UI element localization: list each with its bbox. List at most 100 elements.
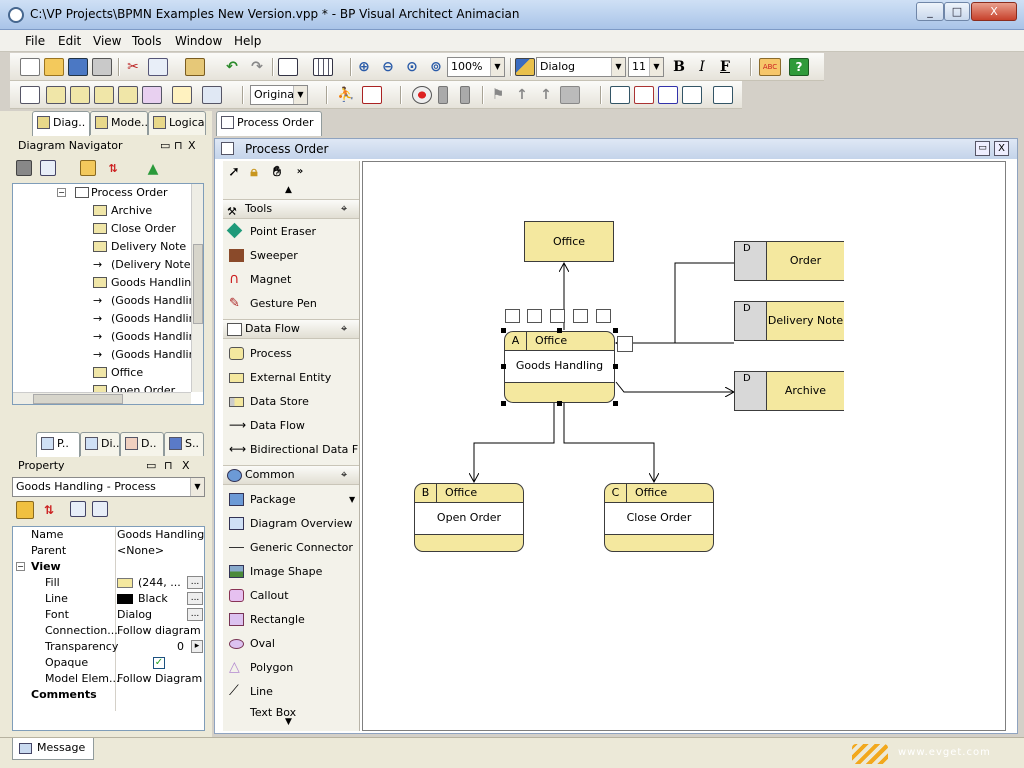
resource-icon[interactable]: [550, 309, 565, 323]
maximize-button[interactable]: □: [944, 2, 970, 21]
resource-icon[interactable]: [573, 309, 588, 323]
property-row-opaque[interactable]: Opaque✓: [45, 656, 165, 669]
palette-item-text-box[interactable]: Text Box: [250, 706, 297, 719]
property-row-parent[interactable]: Parent<None>: [31, 544, 165, 557]
diagram-canvas[interactable]: Office D Order D Delivery Note D Archive…: [362, 161, 1006, 731]
menu-file[interactable]: File: [25, 34, 46, 48]
diagram-icon[interactable]: [70, 86, 90, 104]
palette-item-bidirectional-data-flow[interactable]: ⟷Bidirectional Data Flow: [229, 442, 359, 456]
collapse-icon[interactable]: [16, 160, 32, 176]
categorized-icon[interactable]: [16, 501, 34, 519]
arrow-up-icon[interactable]: ↑: [540, 87, 552, 103]
sort-icon[interactable]: ⇅: [108, 162, 118, 175]
font-edit-button[interactable]: ...: [187, 608, 203, 621]
palette-item-oval[interactable]: Oval: [223, 633, 359, 655]
resource-icon[interactable]: [505, 309, 520, 323]
scroll-up-icon[interactable]: ▲: [285, 185, 292, 195]
move-icon[interactable]: ⌖: [341, 202, 348, 215]
selection-handle[interactable]: [613, 364, 618, 369]
paste-icon[interactable]: [185, 58, 205, 76]
font-color-button[interactable]: F: [720, 59, 730, 75]
property-row-comments[interactable]: Comments: [31, 688, 97, 701]
expand-all-icon[interactable]: [70, 501, 86, 517]
palette-item-package[interactable]: Package▼: [223, 489, 359, 511]
palette-item-data-flow[interactable]: ⟶Data Flow: [229, 418, 305, 432]
connector-handle-icon[interactable]: [617, 336, 633, 352]
process-open-order[interactable]: B Office Open Order: [414, 483, 524, 552]
menu-tools[interactable]: Tools: [132, 34, 162, 48]
selected-element-combo[interactable]: Goods Handling - Process ▼: [12, 477, 205, 497]
external-entity-office[interactable]: Office: [524, 221, 614, 262]
pin-icon[interactable]: ⊓: [174, 139, 183, 152]
italic-button[interactable]: I: [699, 59, 705, 75]
expander-icon[interactable]: −: [57, 188, 66, 197]
folder-icon[interactable]: [80, 160, 96, 176]
undo-icon[interactable]: ↶: [226, 59, 238, 75]
arrow-up-icon[interactable]: ↑: [516, 87, 528, 103]
diagram-icon[interactable]: [172, 86, 192, 104]
palette-item-polygon[interactable]: △Polygon: [229, 659, 294, 675]
restore-icon[interactable]: ▭: [975, 141, 990, 156]
palette-section-tools[interactable]: ⚒Tools⌖: [223, 199, 359, 219]
tab-model[interactable]: Mode..: [90, 111, 148, 135]
tab-process-order[interactable]: Process Order: [216, 111, 322, 136]
property-group-view[interactable]: −View: [16, 560, 61, 573]
property-row-fill[interactable]: Fill(244, ......: [13, 575, 204, 591]
more-icon[interactable]: »: [296, 166, 304, 177]
font-size-combo[interactable]: 11 ▼: [628, 57, 664, 77]
palette-item-generic-connector[interactable]: Generic Connector: [223, 537, 359, 559]
tab-property[interactable]: P..: [36, 432, 80, 457]
tree-icon[interactable]: [40, 160, 56, 176]
up-arrow-icon[interactable]: ▲: [147, 161, 159, 177]
horizontal-scrollbar[interactable]: [13, 392, 191, 404]
sort-alpha-icon[interactable]: ⇅: [43, 503, 55, 517]
font-combo[interactable]: Dialog ▼: [536, 57, 626, 77]
lock-icon[interactable]: 🔒︎: [250, 164, 258, 180]
tab-stencil[interactable]: S..: [164, 432, 204, 456]
transparency-spinner[interactable]: ▸: [191, 640, 203, 653]
selection-handle[interactable]: [501, 401, 506, 406]
palette-item-gesture-pen[interactable]: ✎Gesture Pen: [229, 296, 317, 311]
diagram-navigator-tree[interactable]: − Process Order Archive Close Order Deli…: [12, 183, 204, 405]
zoom-out-icon[interactable]: ⊖: [382, 59, 394, 75]
new-icon[interactable]: [20, 58, 40, 76]
grid-icon[interactable]: [313, 58, 333, 76]
bar-icon[interactable]: [460, 86, 470, 104]
selection-handle[interactable]: [501, 364, 506, 369]
edit-icon[interactable]: [658, 86, 678, 104]
property-row-connection[interactable]: Connection...Follow diagram: [45, 624, 201, 637]
select-pointer-icon[interactable]: ➚: [228, 164, 240, 180]
vertical-scrollbar[interactable]: [191, 184, 203, 392]
redo-icon[interactable]: ↷: [251, 59, 263, 75]
minimize-button[interactable]: _: [916, 2, 944, 21]
format-painter-icon[interactable]: [515, 58, 535, 76]
selection-handle[interactable]: [501, 328, 506, 333]
palette-item-diagram-overview[interactable]: Diagram Overview: [223, 513, 359, 535]
layers-icon[interactable]: [560, 86, 580, 104]
tab-diagram-overview[interactable]: Di..: [80, 432, 120, 456]
collapse-all-icon[interactable]: [92, 501, 108, 517]
diagram-icon[interactable]: [142, 86, 162, 104]
resource-icon[interactable]: [596, 309, 611, 323]
move-icon[interactable]: ⌖: [341, 468, 348, 481]
close-icon[interactable]: X: [994, 141, 1009, 156]
expander-icon[interactable]: −: [16, 562, 25, 571]
flow-goods-handling-to-open-order[interactable]: [474, 403, 555, 482]
palette-item-external-entity[interactable]: External Entity: [223, 367, 359, 389]
diagram-icon[interactable]: [46, 86, 66, 104]
document-icon[interactable]: [713, 86, 733, 104]
zoom-combo[interactable]: 100% ▼: [447, 57, 505, 77]
palette-item-image-shape[interactable]: Image Shape: [223, 561, 359, 583]
tab-logical[interactable]: Logica..: [148, 111, 206, 135]
menu-view[interactable]: View: [93, 34, 122, 48]
copy-icon[interactable]: [148, 58, 168, 76]
view-mode-combo[interactable]: Original ▼: [250, 85, 308, 105]
edit-icon[interactable]: [610, 86, 630, 104]
report-icon[interactable]: [362, 86, 382, 104]
chevron-down-icon[interactable]: ▼: [349, 495, 356, 504]
close-icon[interactable]: X: [182, 459, 190, 472]
palette-item-magnet[interactable]: ∩Magnet: [229, 271, 292, 287]
